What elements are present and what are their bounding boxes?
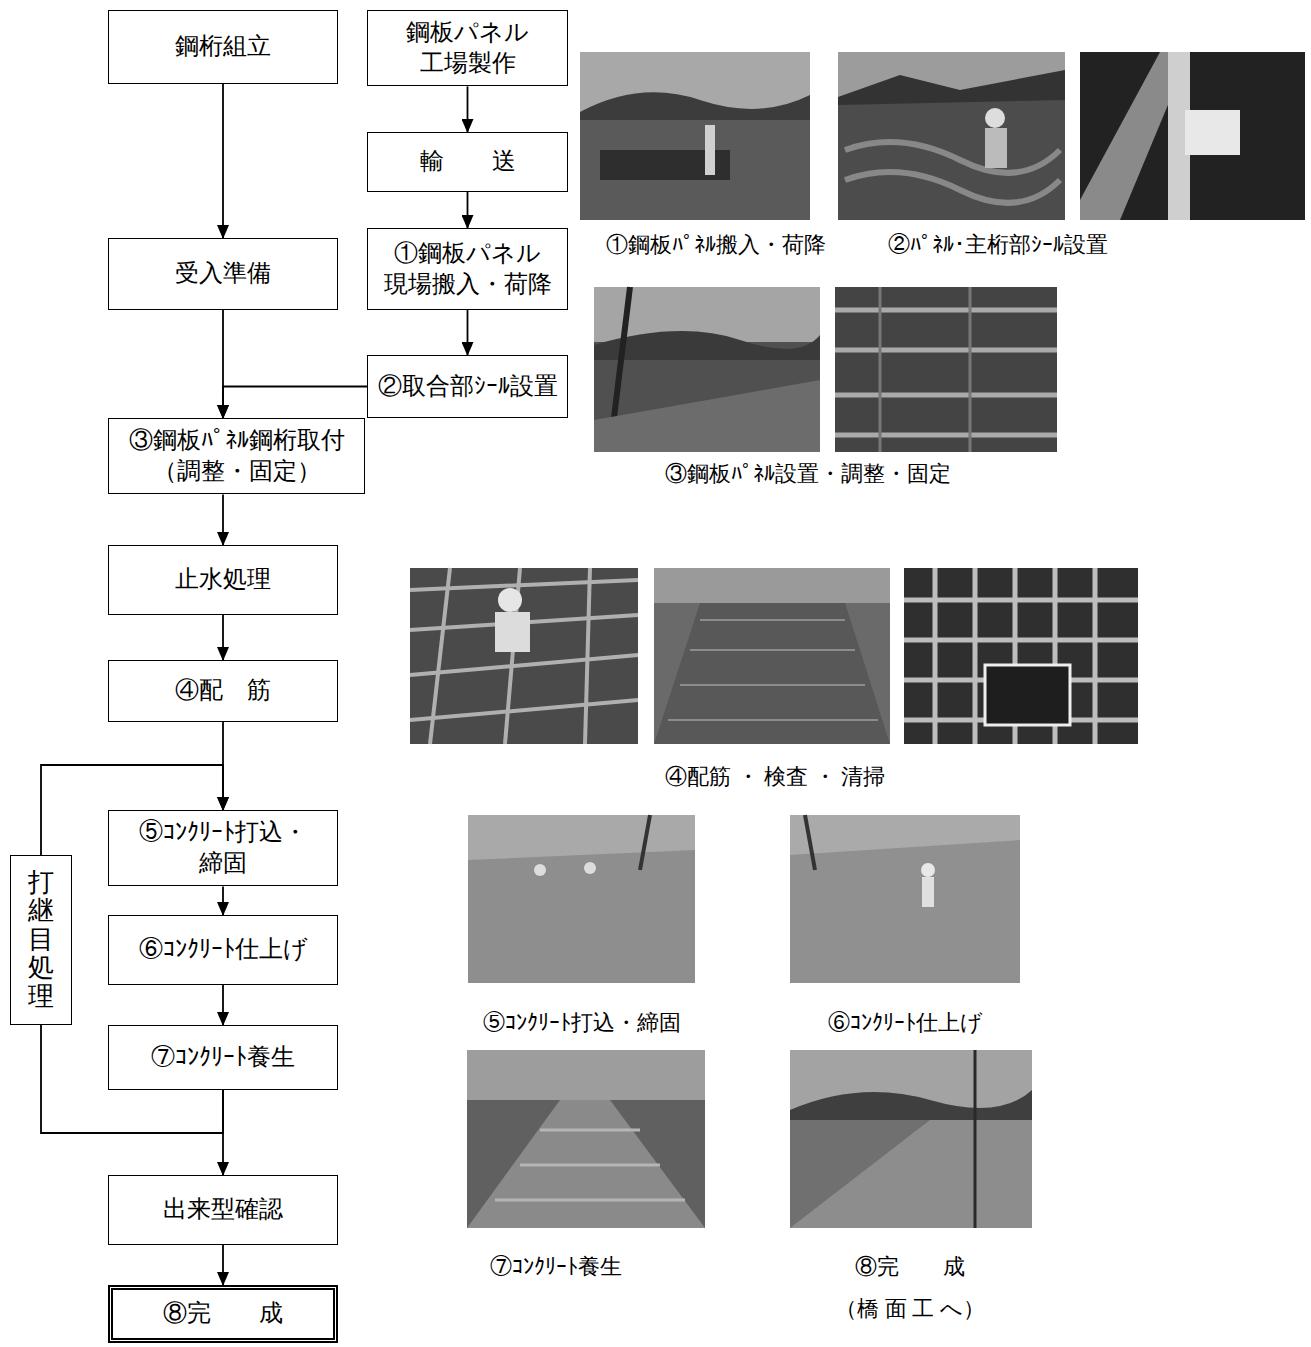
- process-box: 鋼桁組立: [108, 10, 338, 84]
- process-box: ⑥ｺﾝｸﾘｰﾄ仕上げ: [108, 915, 338, 985]
- photo-caption: ④配筋 ・ 検査 ・ 清掃: [665, 764, 885, 790]
- flow-arrow: [222, 310, 224, 418]
- photo-complete: [790, 1050, 1032, 1228]
- box-label: 鋼桁組立: [175, 31, 271, 62]
- box-label: ④配 筋: [175, 675, 271, 706]
- box-label: ③鋼板ﾊﾟﾈﾙ鋼桁取付 （調整・固定）: [117, 425, 356, 487]
- flow-arrow: [223, 387, 367, 419]
- photo-caption: ③鋼板ﾊﾟﾈﾙ設置・調整・固定: [665, 461, 951, 487]
- flow-arrow: [222, 1245, 224, 1285]
- photo-caption: ②ﾊﾟﾈﾙ・主桁部ｼｰﾙ設置: [888, 232, 1108, 258]
- box-label: 止水処理: [175, 564, 271, 595]
- photo-caption: ⑤ｺﾝｸﾘｰﾄ打込・締固: [483, 1010, 681, 1036]
- photo-rebar-1: [410, 568, 638, 744]
- box-label: ①鋼板パネル 現場搬入・荷降: [376, 238, 559, 300]
- flow-arrow: [222, 886, 224, 915]
- box-label: ⑥ｺﾝｸﾘｰﾄ仕上げ: [139, 934, 308, 965]
- photo-curing: [467, 1050, 705, 1228]
- box-label: 輸 送: [420, 146, 516, 177]
- flow-arrow: [222, 615, 224, 660]
- process-box: ②取合部ｼｰﾙ設置: [367, 355, 568, 418]
- photo-caption: ⑦ｺﾝｸﾘｰﾄ養生: [490, 1254, 622, 1280]
- vertical-label: 打継目処理: [28, 869, 54, 1012]
- process-box: 受入準備: [108, 238, 338, 310]
- process-box: ⑤ｺﾝｸﾘｰﾄ打込・締固: [108, 810, 338, 886]
- photo-rebar-2: [654, 568, 890, 744]
- process-box: ④配 筋: [108, 660, 338, 722]
- box-label: ⑧完 成: [163, 1298, 283, 1329]
- flow-arrow: [467, 192, 469, 228]
- flow-arrow: [222, 985, 224, 1025]
- flow-arrow: [222, 84, 224, 238]
- box-label: ⑦ｺﾝｸﾘｰﾄ養生: [151, 1042, 295, 1073]
- process-box: 出来型確認: [108, 1175, 338, 1245]
- flow-arrow: [222, 494, 224, 545]
- photo-placing: [468, 815, 695, 983]
- process-box: 輸 送: [367, 132, 568, 192]
- photo-seal: [838, 52, 1065, 220]
- loop-box: 打継目処理: [10, 855, 72, 1025]
- flow-arrow: [467, 310, 469, 355]
- box-label: ②取合部ｼｰﾙ設置: [378, 371, 558, 402]
- photo-caption: ⑧完 成: [855, 1254, 965, 1280]
- flow-arrow: [467, 86, 469, 132]
- box-label: ⑤ｺﾝｸﾘｰﾄ打込・締固: [117, 817, 329, 879]
- process-box: ③鋼板ﾊﾟﾈﾙ鋼桁取付 （調整・固定）: [108, 418, 365, 494]
- box-label: 受入準備: [175, 258, 271, 289]
- photo-rebar-3: [904, 568, 1138, 744]
- photo-delivery: [580, 52, 810, 220]
- process-box: 止水処理: [108, 545, 338, 615]
- photo-caption: ⑥ｺﾝｸﾘｰﾄ仕上げ: [828, 1010, 983, 1036]
- photo-caption: （橋 面 工 へ）: [835, 1296, 985, 1322]
- end-box: ⑧完 成: [108, 1285, 338, 1343]
- box-label: 鋼板パネル 工場製作: [376, 17, 559, 79]
- photo-panel-fix: [835, 287, 1057, 452]
- box-label: 出来型確認: [163, 1194, 283, 1225]
- photo-panel-setting: [594, 287, 820, 452]
- process-box: ⑦ｺﾝｸﾘｰﾄ養生: [108, 1025, 338, 1090]
- photo-finishing: [790, 815, 1020, 983]
- photo-girder-seal: [1080, 52, 1305, 220]
- process-box: ①鋼板パネル 現場搬入・荷降: [367, 228, 568, 310]
- process-box: 鋼板パネル 工場製作: [367, 10, 568, 86]
- photo-caption: ①鋼板ﾊﾟﾈﾙ搬入・荷降: [606, 232, 826, 258]
